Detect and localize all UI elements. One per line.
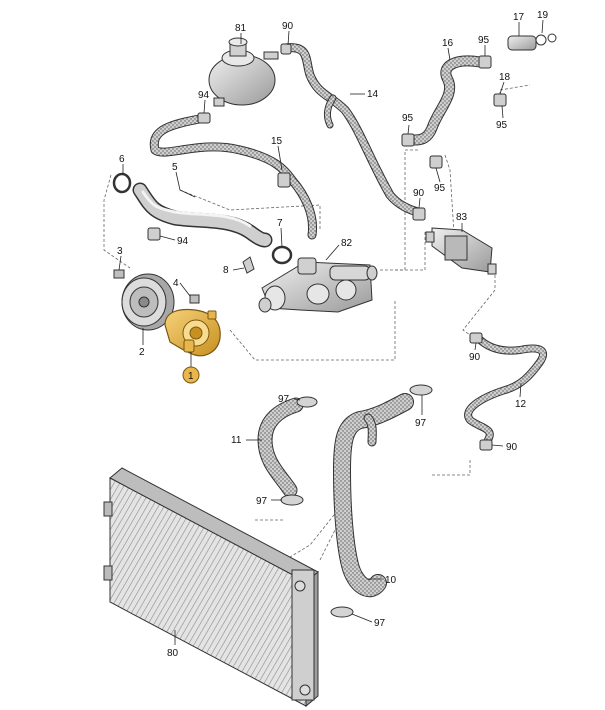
part-labels: 81 90 17 19 16 95 18 95 94 14 95 95 15 6…	[117, 10, 549, 659]
label-94: 94	[177, 236, 189, 247]
coolant-component-83	[425, 227, 497, 275]
coolant-expansion-tank	[208, 37, 279, 107]
label-16: 16	[442, 38, 454, 49]
label-10: 10	[385, 575, 397, 586]
label-97: 97	[278, 394, 290, 405]
leader-lines	[118, 19, 544, 645]
label-90: 90	[469, 352, 481, 363]
label-19: 19	[537, 10, 549, 21]
label-7: 7	[277, 218, 283, 229]
label-11: 11	[231, 435, 242, 446]
label-80: 80	[167, 648, 179, 659]
label-90: 90	[506, 442, 518, 453]
label-2: 2	[139, 347, 145, 358]
label-8: 8	[223, 265, 229, 276]
label-95: 95	[402, 113, 414, 124]
water-pump-pulley	[121, 273, 175, 331]
coolant-distribution-housing	[258, 257, 378, 313]
label-6: 6	[119, 154, 125, 165]
label-4: 4	[173, 278, 179, 289]
label-12: 12	[515, 399, 527, 410]
label-97: 97	[256, 496, 268, 507]
label-1: 1	[188, 371, 194, 382]
clamps-and-fittings	[112, 33, 557, 618]
label-95: 95	[434, 183, 446, 194]
label-15: 15	[271, 136, 283, 147]
label-17: 17	[513, 12, 525, 23]
label-97: 97	[374, 618, 386, 629]
highlight-marker	[182, 366, 200, 384]
label-95: 95	[478, 35, 490, 46]
label-95: 95	[496, 120, 508, 131]
label-14: 14	[367, 89, 379, 100]
label-5: 5	[172, 162, 178, 173]
label-90: 90	[413, 188, 425, 199]
label-97: 97	[415, 418, 427, 429]
label-94: 94	[198, 90, 210, 101]
label-3: 3	[117, 246, 123, 257]
label-90: 90	[282, 21, 294, 32]
label-82: 82	[341, 238, 353, 249]
label-18: 18	[499, 72, 511, 83]
label-83: 83	[456, 212, 468, 223]
label-81: 81	[235, 23, 247, 34]
radiator	[103, 467, 319, 708]
water-pump-highlighted	[164, 308, 221, 357]
hoses	[132, 43, 547, 598]
